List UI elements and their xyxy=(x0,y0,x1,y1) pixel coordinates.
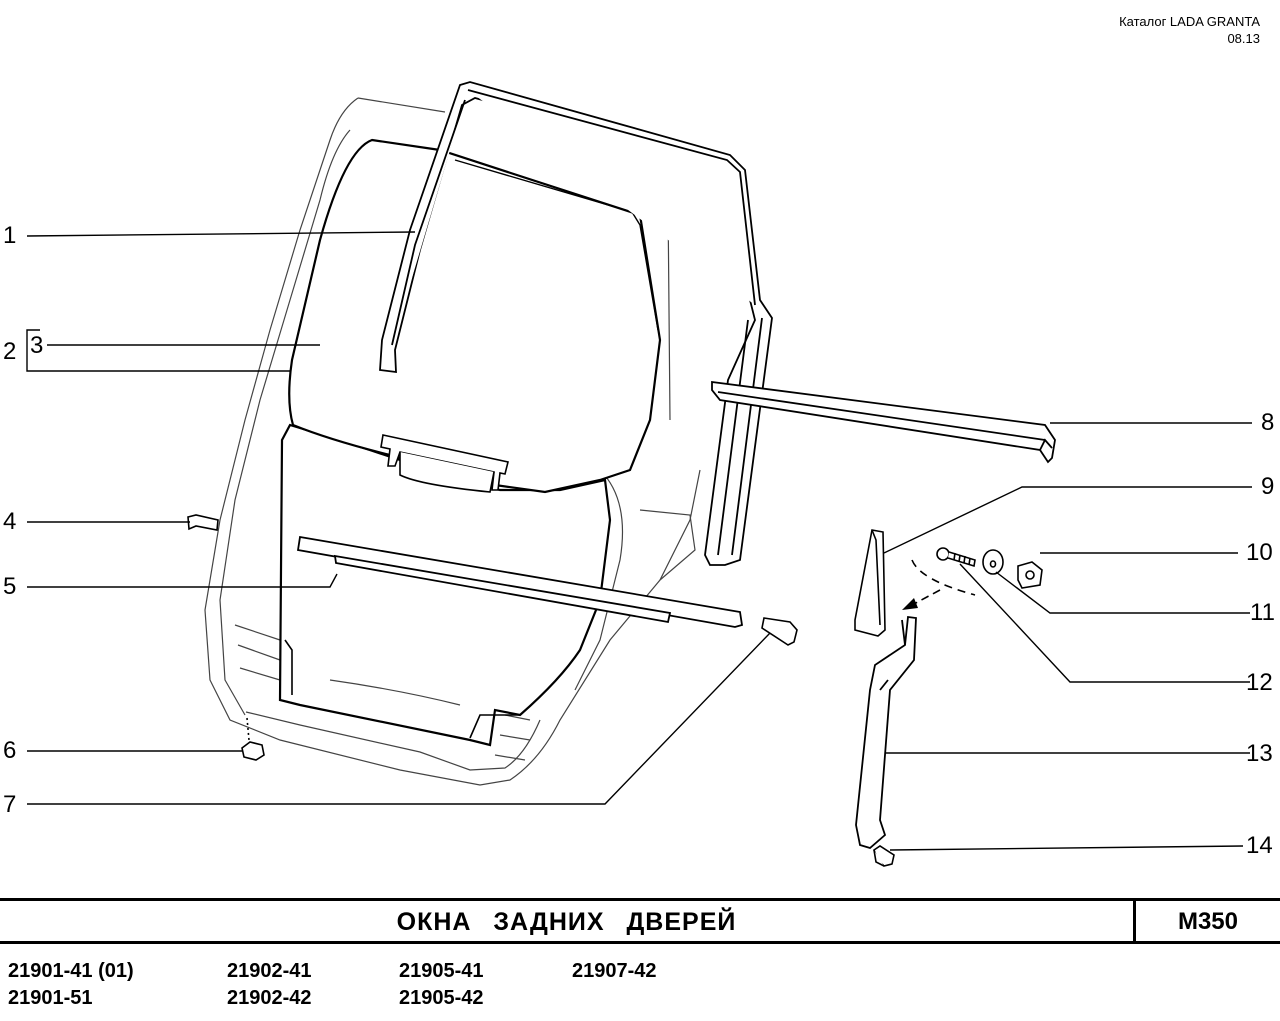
model-code: 21901-41 (01) xyxy=(8,960,134,982)
title-divider xyxy=(1133,901,1136,941)
section-code: M350 xyxy=(1177,908,1239,935)
door-inner-step xyxy=(284,639,520,739)
model-code: 21901-51 xyxy=(8,987,93,1009)
callout-3: 3 xyxy=(30,332,44,359)
trim-9 xyxy=(854,529,886,637)
assembly-arrow xyxy=(911,589,941,606)
pillar-trim-13 xyxy=(855,615,917,850)
window-channel xyxy=(379,81,773,566)
callout-13: 13 xyxy=(1246,740,1273,767)
callout-10: 10 xyxy=(1246,539,1273,566)
door-glass xyxy=(288,138,662,494)
outer-belt-molding xyxy=(711,380,1056,464)
catalog-date: 08.13 xyxy=(1227,31,1260,46)
model-code: 21907-42 xyxy=(572,960,657,982)
page-title: ОКНА ЗАДНИХ ДВЕРЕЙ xyxy=(396,908,737,936)
model-code: 21902-41 xyxy=(227,960,312,982)
catalog-label: Каталог LADA GRANTA xyxy=(1119,14,1260,29)
clip-4 xyxy=(187,514,219,531)
glass-inner-line xyxy=(454,159,659,331)
model-code: 21902-42 xyxy=(227,987,312,1009)
bolt-14 xyxy=(873,845,895,867)
inner-belt-seal xyxy=(296,535,744,628)
callout-7: 7 xyxy=(3,791,17,818)
clip-7 xyxy=(761,617,798,646)
callout-4: 4 xyxy=(3,508,17,535)
callout-9: 9 xyxy=(1261,473,1275,500)
callout-8: 8 xyxy=(1261,409,1275,436)
nut-6 xyxy=(241,717,265,761)
arrow-head xyxy=(902,598,918,610)
model-code: 21905-41 xyxy=(399,960,484,982)
leader-lines xyxy=(26,231,1252,851)
washer-11 xyxy=(982,549,1004,575)
callout-1: 1 xyxy=(3,222,17,249)
parts-diagram xyxy=(26,81,1252,867)
title-bar: ОКНА ЗАДНИХ ДВЕРЕЙ M350 xyxy=(0,898,1280,944)
assembly-dashes xyxy=(911,559,976,596)
model-code: 21905-42 xyxy=(399,987,484,1009)
clip-10 xyxy=(1017,561,1043,589)
callout-6: 6 xyxy=(3,737,17,764)
callout-2: 2 xyxy=(3,338,17,365)
callout-12: 12 xyxy=(1246,669,1273,696)
callout-14: 14 xyxy=(1246,832,1273,859)
callout-11: 11 xyxy=(1250,599,1275,626)
callout-5: 5 xyxy=(3,573,17,600)
glass-bracket xyxy=(380,434,509,493)
screw-12 xyxy=(936,547,976,568)
